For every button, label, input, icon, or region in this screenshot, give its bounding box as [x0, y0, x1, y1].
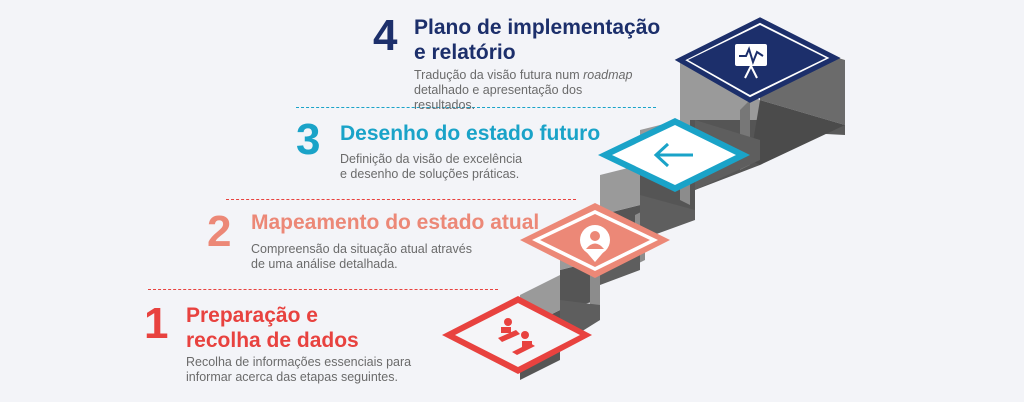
step-4-title-line2: e relatório — [414, 41, 516, 64]
step-3-title: Desenho do estado futuro — [340, 122, 601, 145]
step-4-desc-line1a: Tradução da visão futura num — [414, 68, 584, 82]
step-1-title-line1: Preparação e — [186, 304, 318, 327]
step-1-desc-line1: Recolha de informações essenciais para — [186, 355, 412, 369]
step-4-description: Tradução da visão futura num roadmap det… — [414, 68, 654, 113]
divider-step-4 — [296, 107, 656, 108]
step-4-number: 4 — [373, 11, 398, 60]
step-3-desc-line1: Definição da visão de excelência — [340, 152, 523, 166]
presentation-board-icon — [735, 44, 767, 79]
step-4-desc-roadmap: roadmap — [583, 68, 633, 82]
arrow-left-icon — [653, 142, 693, 168]
divider-step-2 — [148, 289, 498, 290]
step-3-tile — [598, 118, 750, 192]
location-pin-person-icon — [580, 225, 610, 262]
step-3-description: Definição da visão de excelência e desen… — [340, 152, 570, 182]
divider-step-3 — [226, 199, 576, 200]
step-1-tile — [442, 296, 592, 374]
step-1-number: 1 — [144, 299, 169, 348]
step-3-number: 3 — [296, 115, 321, 164]
step-2-description: Compreensão da situação atual através de… — [251, 242, 491, 272]
step-2-desc-line2: de uma análise detalhada. — [251, 257, 398, 271]
step-4-title-line1: Plano de implementação — [414, 16, 661, 39]
step-4-desc-line2: detalhado e apresentação dos — [414, 83, 583, 97]
people-at-table-icon — [498, 318, 535, 355]
step-3-desc-line2: e desenho de soluções práticas. — [340, 167, 520, 181]
step-4-tile — [674, 17, 841, 103]
step-2-number: 2 — [207, 207, 232, 256]
step-1-description: Recolha de informações essenciais para i… — [186, 355, 436, 385]
step-1-title-line2: recolha de dados — [186, 329, 359, 352]
step-1-desc-line2: informar acerca das etapas seguintes. — [186, 370, 398, 384]
step-4-desc-line3: resultados. — [414, 98, 476, 112]
step-2-tile — [520, 203, 670, 278]
step-2-title: Mapeamento do estado atual — [251, 211, 540, 234]
step-2-desc-line1: Compreensão da situação atual através — [251, 242, 472, 256]
